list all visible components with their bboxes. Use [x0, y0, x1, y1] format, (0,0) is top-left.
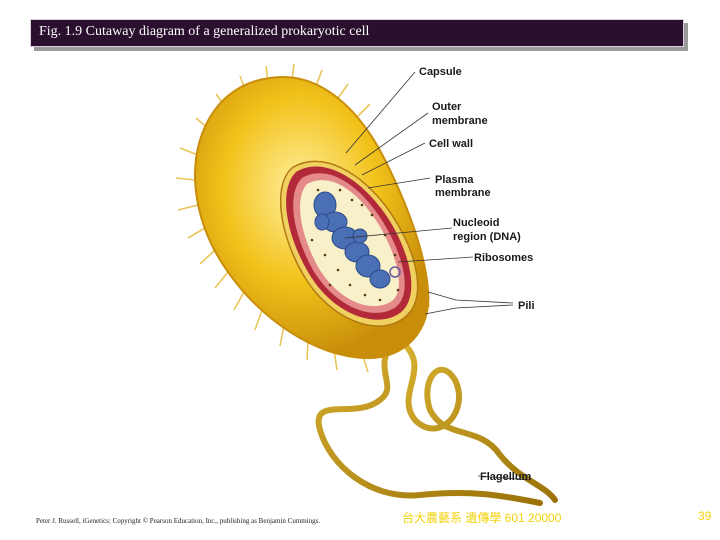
label-outer-membrane-line1: Outer: [432, 101, 462, 113]
label-outer-membrane-line2: membrane: [432, 115, 488, 127]
label-plasma-membrane-line2: membrane: [435, 187, 491, 199]
label-cell-wall: Cell wall: [429, 138, 473, 150]
footer-credit: Peter J. Russell, iGenetics: Copyright ©…: [36, 517, 321, 525]
label-plasma-membrane-line1: Plasma: [435, 174, 474, 186]
page-number: 39: [698, 509, 712, 523]
footer-course-info: 台大農藝系 遺傳學 601 20000: [402, 511, 562, 525]
label-capsule: Capsule: [419, 66, 462, 78]
label-pili: Pili: [518, 300, 535, 312]
label-nucleoid-line2: region (DNA): [453, 231, 521, 243]
slide-title: Fig. 1.9 Cutaway diagram of a generalize…: [39, 24, 370, 39]
label-nucleoid-line1: Nucleoid: [453, 217, 499, 229]
pili: [175, 63, 431, 373]
leader-lines: [344, 71, 531, 481]
label-ribosomes: Ribosomes: [474, 252, 533, 264]
ribosomes: [310, 188, 400, 302]
title-bar: Fig. 1.9 Cutaway diagram of a generalize…: [30, 19, 684, 47]
label-flagellum: Flagellum: [480, 471, 532, 483]
flagellum: [315, 335, 558, 506]
nucleoid-dna: [313, 191, 401, 289]
